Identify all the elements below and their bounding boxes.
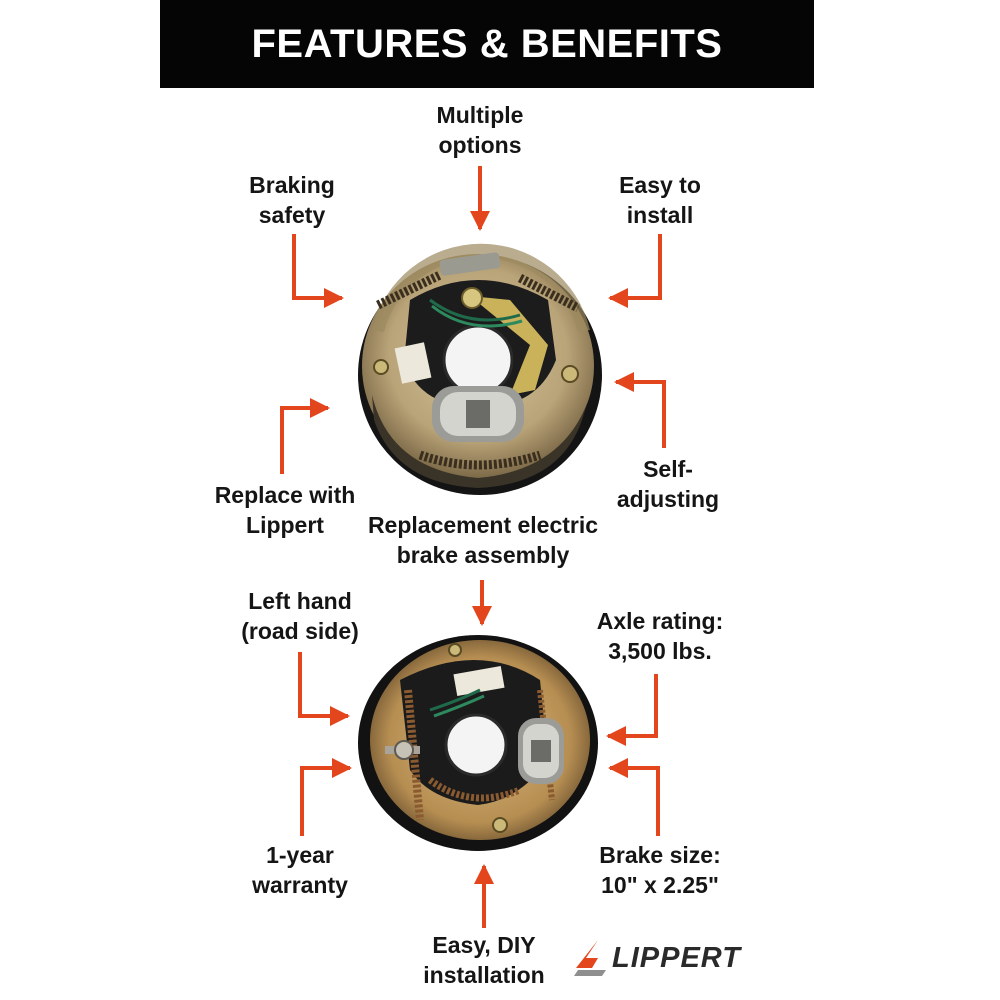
label-brake-size: Brake size: 10" x 2.25" <box>599 842 721 898</box>
label-diy-installation: Easy, DIY installation <box>423 932 545 988</box>
arrow-replace-with-lippert <box>280 398 330 474</box>
lippert-logo: LIPPERT <box>572 938 772 978</box>
arrow-easy-to-install <box>608 234 662 308</box>
brand-name: LIPPERT <box>612 942 741 974</box>
label-self-adjusting: Self- adjusting <box>616 456 720 512</box>
arrow-self-adjusting <box>614 372 666 448</box>
arrow-left-hand <box>298 652 350 726</box>
arrow-warranty <box>300 758 352 836</box>
arrow-axle-rating <box>606 674 658 746</box>
brake-assembly-bottom <box>358 635 598 851</box>
label-left-hand: Left hand (road side) <box>241 588 359 644</box>
brake-assembly-top <box>358 243 602 495</box>
arrow-braking-safety <box>292 234 344 308</box>
label-replacement-assembly: Replacement electric brake assembly <box>367 512 599 568</box>
label-easy-to-install: Easy to install <box>619 172 701 228</box>
label-replace-with-lippert: Replace with Lippert <box>214 482 356 538</box>
label-axle-rating: Axle rating: 3,500 lbs. <box>596 608 724 664</box>
label-multiple-options: Multiple options <box>436 102 524 158</box>
label-braking-safety: Braking safety <box>249 172 335 228</box>
header-banner: FEATURES & BENEFITS <box>160 0 814 88</box>
page-title: FEATURES & BENEFITS <box>251 21 723 66</box>
label-warranty: 1-year warranty <box>252 842 348 898</box>
lippert-swoosh-icon <box>574 940 606 976</box>
arrow-brake-size <box>608 758 660 836</box>
